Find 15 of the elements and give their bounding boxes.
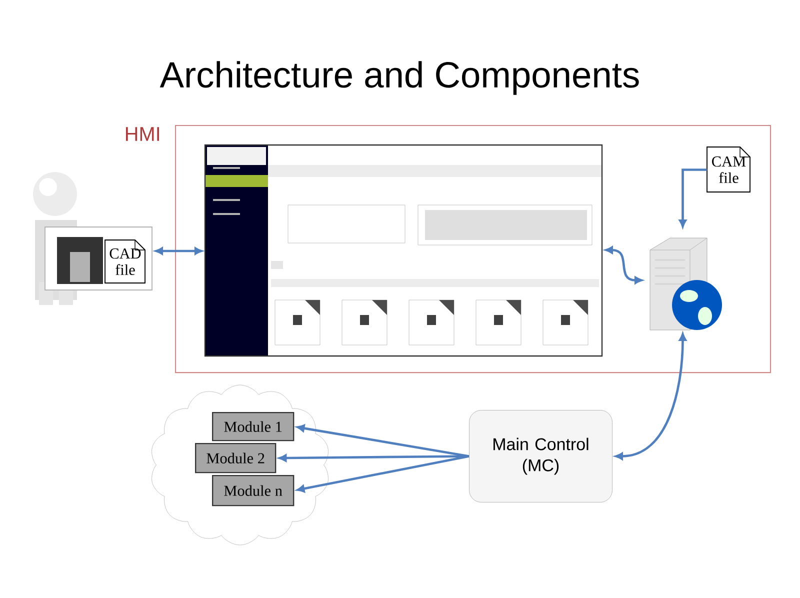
arrow — [605, 246, 642, 284]
module-box: Module 1 — [212, 412, 294, 442]
module-box: Module 2 — [195, 443, 276, 474]
arrow — [679, 168, 707, 228]
arrow — [296, 455, 470, 492]
arrow — [155, 247, 202, 255]
server-drawing — [650, 238, 722, 330]
arrow — [278, 454, 470, 462]
arrow — [615, 333, 686, 460]
process-box: Main Control (MC) — [469, 410, 612, 502]
screenshot-drawing — [204, 144, 603, 357]
group-label: HMI — [126, 127, 160, 141]
title: Architecture and Components — [160, 61, 639, 95]
module-box: Module n — [212, 475, 294, 506]
arrow — [296, 424, 470, 458]
